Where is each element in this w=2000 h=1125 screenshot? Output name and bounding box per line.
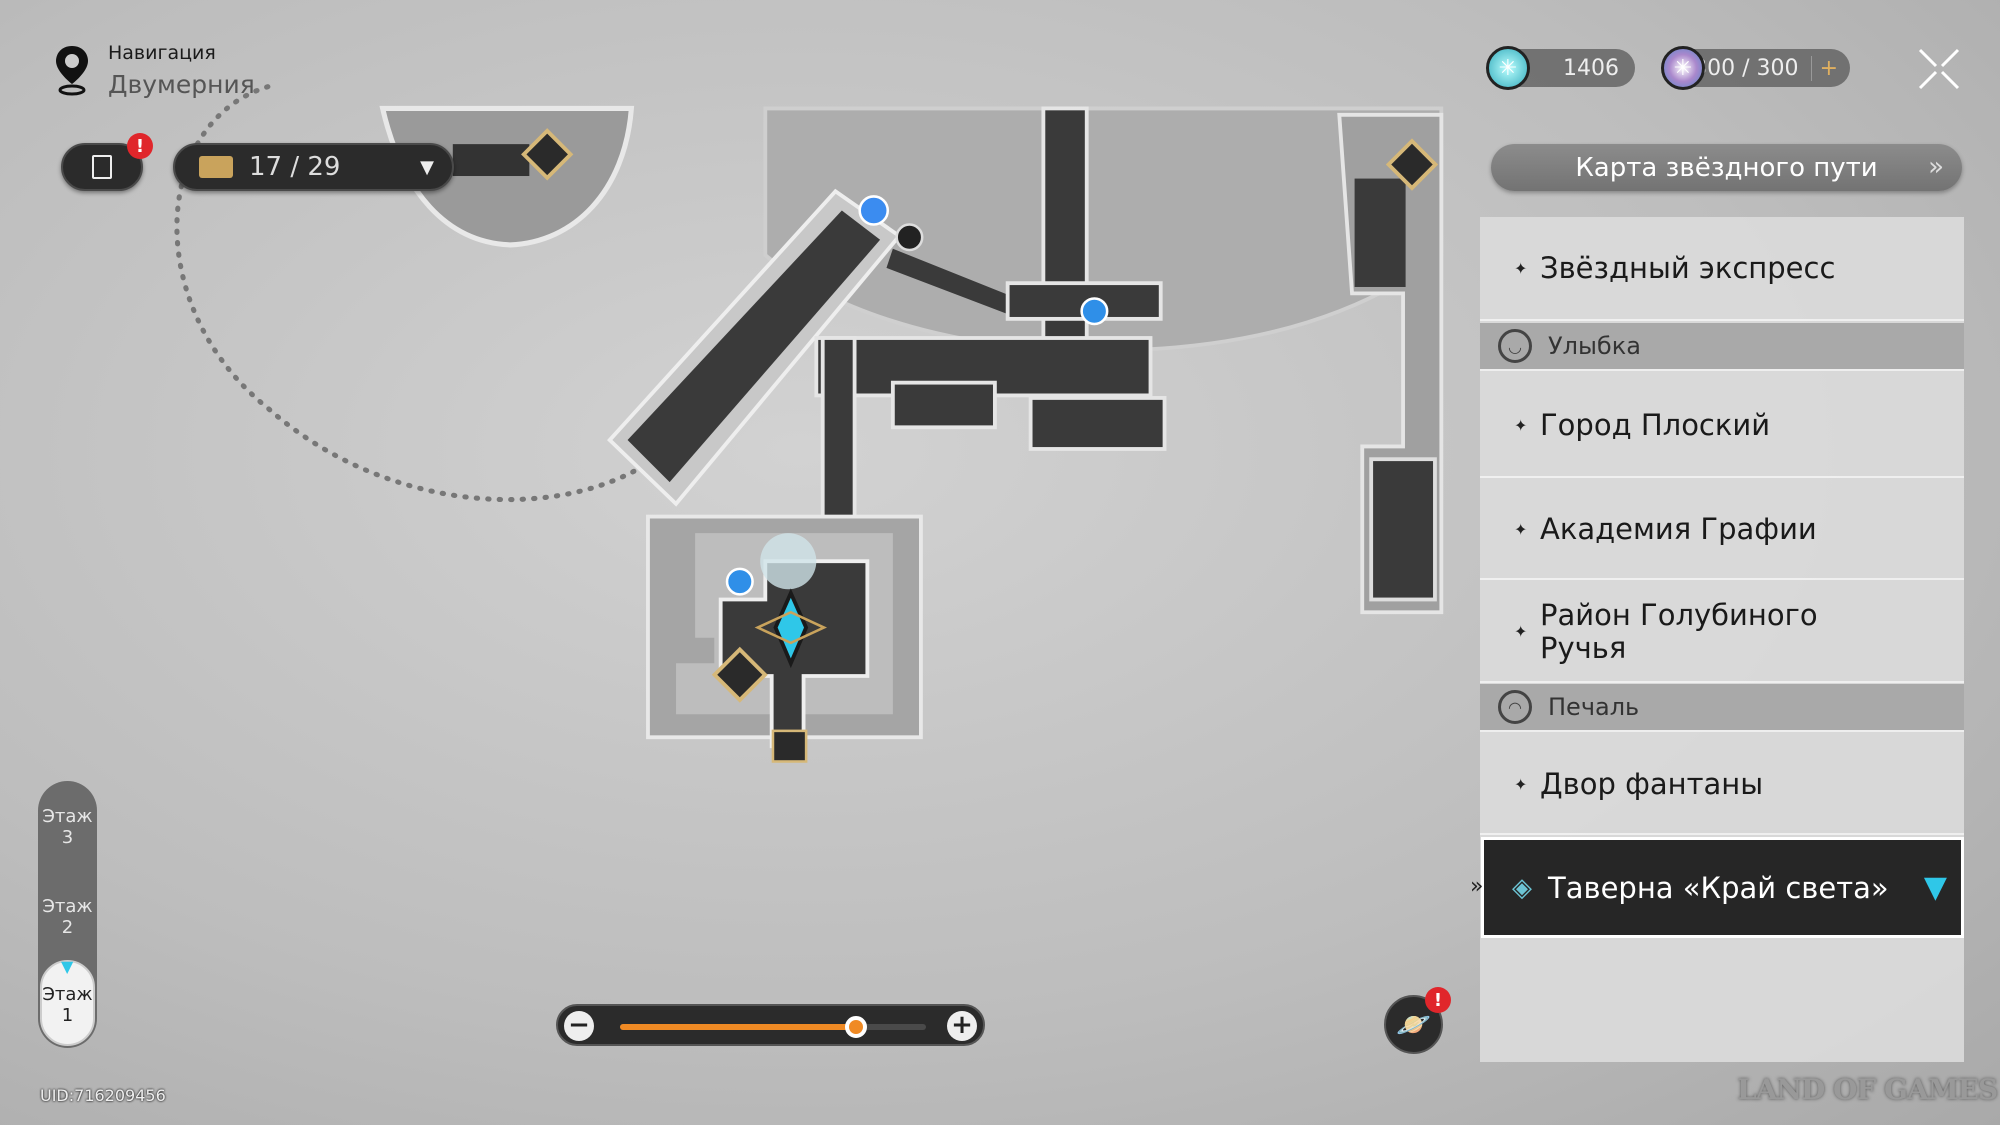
location-label: Город Плоский bbox=[1540, 408, 1771, 442]
smile-icon: ◡ bbox=[1498, 329, 1532, 363]
player-marker-icon: ▼ bbox=[1923, 870, 1947, 905]
location-pin-icon bbox=[52, 44, 92, 96]
location-item[interactable]: ✦ Академия Графии bbox=[1480, 480, 1964, 580]
section-label: Печаль bbox=[1548, 693, 1640, 721]
location-item[interactable]: ✦ Район Голубиного Ручья bbox=[1480, 582, 1964, 683]
chevron-right-icon: » bbox=[1928, 152, 1944, 182]
section-header: ◠ Печаль bbox=[1480, 684, 1964, 732]
dropdown-arrow-icon: ▼ bbox=[420, 157, 434, 178]
pointer-arrow-icon: » bbox=[1470, 874, 1484, 899]
zoom-in-button[interactable]: + bbox=[947, 1011, 977, 1041]
trailblaze-power-icon: ✳ bbox=[1661, 46, 1705, 90]
trailblaze-power-counter[interactable]: ✳ 300 / 300 + bbox=[1661, 46, 1850, 90]
star-rail-map-button[interactable]: Карта звёздного пути » bbox=[1491, 144, 1962, 191]
planet-icon: 🪐 bbox=[1396, 1008, 1431, 1041]
section-header: ◡ Улыбка bbox=[1480, 323, 1964, 371]
selected-location-label: Таверна «Край света» bbox=[1548, 870, 1889, 905]
star-rail-map-label: Карта звёздного пути bbox=[1575, 152, 1878, 183]
location-label: Академия Графии bbox=[1540, 512, 1817, 546]
chest-count: 17 / 29 bbox=[249, 152, 341, 182]
location-item[interactable]: ✦ Город Плоский bbox=[1480, 374, 1964, 478]
add-power-button[interactable]: + bbox=[1810, 55, 1838, 81]
trotter-icon bbox=[725, 567, 754, 596]
zoom-slider-fill bbox=[620, 1024, 856, 1030]
star-icon: ✦ bbox=[1514, 774, 1528, 794]
alert-badge: ! bbox=[1425, 987, 1451, 1013]
zoom-out-button[interactable]: − bbox=[564, 1011, 594, 1041]
close-button[interactable] bbox=[1916, 46, 1962, 92]
trotter-icon bbox=[1080, 297, 1109, 326]
stellar-jade-value: 1406 bbox=[1563, 55, 1619, 81]
zoom-slider-handle[interactable] bbox=[844, 1016, 867, 1038]
boss-marker-icon bbox=[711, 646, 768, 703]
section-label: Улыбка bbox=[1548, 332, 1641, 360]
clipboard-icon bbox=[92, 155, 112, 179]
star-icon: ✦ bbox=[1514, 622, 1528, 641]
location-item[interactable]: ✦ Звёздный экспресс bbox=[1480, 217, 1964, 321]
npc-icon bbox=[858, 195, 890, 226]
star-icon: ✦ bbox=[1514, 258, 1528, 278]
sad-icon: ◠ bbox=[1498, 690, 1532, 724]
exit-icon bbox=[771, 729, 808, 763]
zoom-slider[interactable] bbox=[620, 1016, 926, 1038]
location-item[interactable]: ✦ Двор фантаны bbox=[1480, 735, 1964, 835]
stellar-jade-counter: ✳ 1406 bbox=[1486, 46, 1635, 90]
trailblaze-power-value: 300 / 300 bbox=[1693, 55, 1799, 81]
star-icon: ✦ bbox=[1514, 519, 1528, 539]
close-icon bbox=[1918, 48, 1960, 90]
space-anchor-icon bbox=[754, 588, 828, 669]
selected-location-item[interactable]: » ◈ Таверна «Край света» ▼ bbox=[1470, 837, 1964, 938]
missions-button[interactable]: ! bbox=[61, 133, 153, 191]
npc-icon bbox=[895, 223, 924, 252]
alert-badge: ! bbox=[127, 133, 153, 159]
location-name: Двумерния bbox=[108, 70, 255, 99]
chest-icon bbox=[199, 156, 233, 178]
watermark: LAND OF GAMES bbox=[1737, 1073, 1998, 1106]
uid-label: UID:716209456 bbox=[40, 1086, 166, 1105]
planet-button[interactable]: 🪐 ! bbox=[1384, 987, 1451, 1054]
boss-marker-icon bbox=[521, 128, 574, 181]
location-label: Район Голубиного Ручья bbox=[1540, 597, 1818, 665]
star-icon: ✦ bbox=[1514, 415, 1528, 435]
nav-title: Навигация bbox=[108, 42, 216, 64]
location-label: Звёздный экспресс bbox=[1540, 251, 1836, 285]
space-anchor-icon: ◈ bbox=[1512, 872, 1532, 903]
stellar-jade-icon: ✳ bbox=[1486, 46, 1530, 90]
zoom-control[interactable]: − + bbox=[556, 1004, 985, 1046]
location-label: Двор фантаны bbox=[1540, 767, 1764, 801]
chest-counter-dropdown[interactable]: 17 / 29 ▼ bbox=[173, 143, 454, 191]
boss-marker-icon bbox=[1385, 138, 1439, 191]
player-marker-icon: ▼ bbox=[61, 957, 74, 976]
